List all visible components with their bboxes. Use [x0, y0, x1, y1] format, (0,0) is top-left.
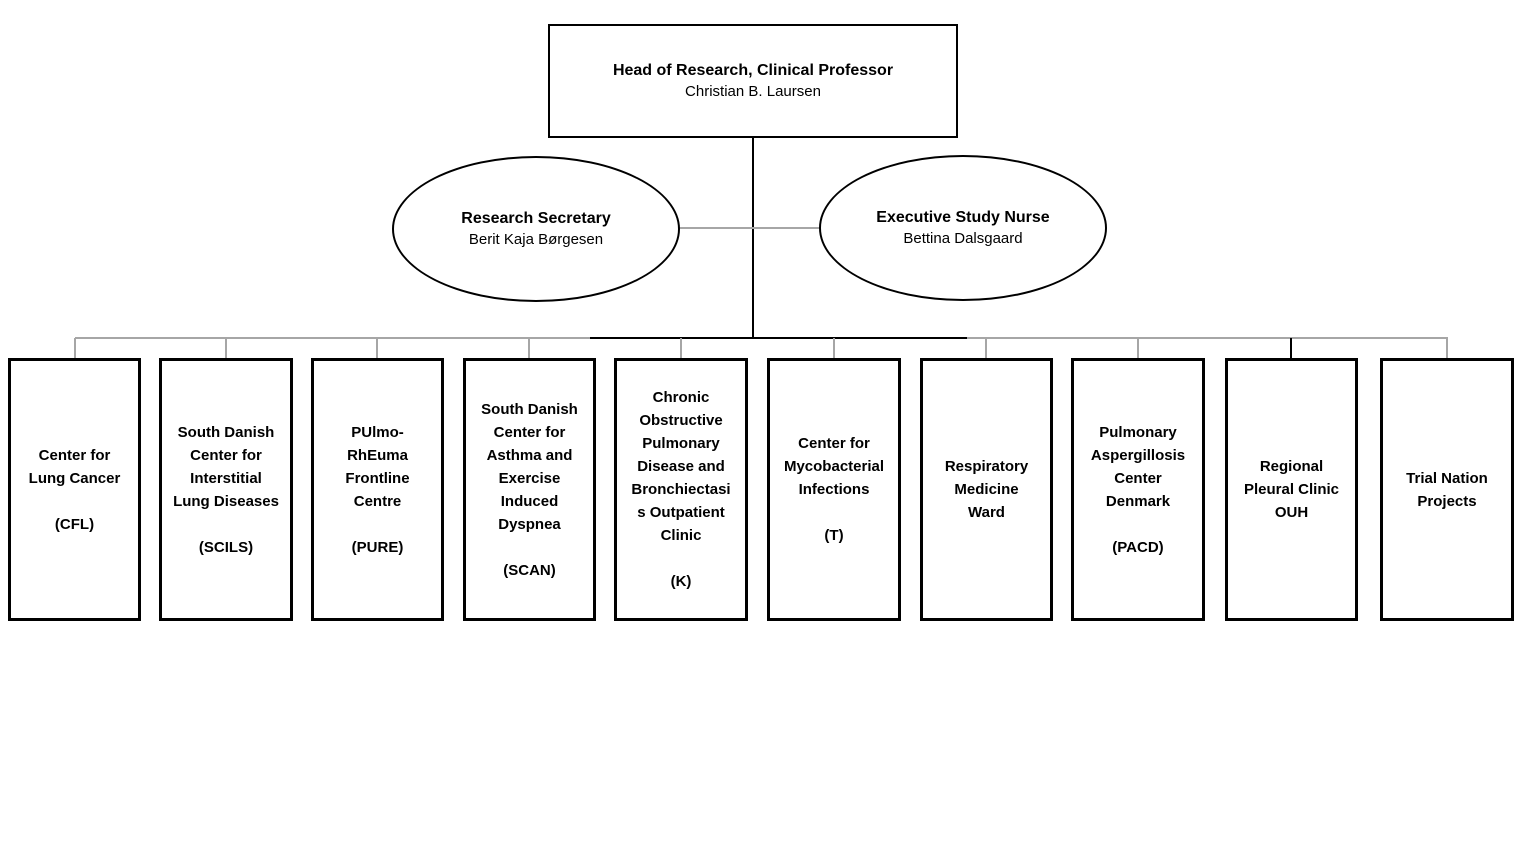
- unit-name: Center for Mycobacterial Infections: [783, 435, 885, 498]
- org-node-unit-pleural-clinic: Regional Pleural Clinic OUH: [1225, 358, 1358, 621]
- node-person: Christian B. Laursen: [685, 83, 821, 100]
- node-title: Head of Research, Clinical Professor: [612, 62, 894, 79]
- unit-name: PUlmo-RhEuma Frontline Centre: [345, 423, 410, 510]
- connector-stub-cfl: [74, 338, 76, 359]
- org-node-research-secretary: Research Secretary Berit Kaja Børgesen: [392, 156, 680, 302]
- unit-name: South Danish Center for Asthma and Exerc…: [481, 400, 578, 533]
- connector-stub-k: [680, 338, 682, 359]
- org-node-unit-trial-nation: Trial Nation Projects: [1380, 358, 1514, 621]
- org-node-unit-respiratory-ward: Respiratory Medicine Ward: [920, 358, 1053, 621]
- connector-stub-pleural: [1290, 338, 1292, 359]
- connector-assistants: [679, 227, 820, 229]
- node-title: Executive Study Nurse: [876, 209, 1050, 226]
- unit-acronym: (SCILS): [198, 538, 254, 556]
- unit-acronym: (K): [670, 573, 692, 590]
- connector-stub-pure: [376, 338, 378, 359]
- unit-name: Regional Pleural Clinic OUH: [1243, 458, 1340, 521]
- org-node-unit-pure: PUlmo-RhEuma Frontline Centre (PURE): [311, 358, 444, 621]
- org-node-unit-cfl: Center for Lung Cancer (CFL): [8, 358, 141, 621]
- connector-rail-center-dark: [590, 337, 967, 339]
- unit-name: Center for Lung Cancer: [28, 446, 121, 487]
- node-person: Berit Kaja Børgesen: [468, 231, 604, 248]
- unit-acronym: (SCAN): [503, 561, 556, 579]
- org-node-unit-k: Chronic Obstructive Pulmonary Disease an…: [614, 358, 748, 621]
- unit-name: Pulmonary Aspergillosis Center Denmark: [1090, 423, 1186, 510]
- connector-root-vertical: [752, 137, 754, 338]
- unit-acronym: (CFL): [54, 515, 95, 533]
- org-node-unit-pacd: Pulmonary Aspergillosis Center Denmark (…: [1071, 358, 1205, 621]
- unit-name: Chronic Obstructive Pulmonary Disease an…: [631, 389, 731, 544]
- unit-name: Respiratory Medicine Ward: [944, 458, 1029, 521]
- unit-name: Trial Nation Projects: [1406, 469, 1488, 510]
- node-person: Bettina Dalsgaard: [903, 230, 1023, 247]
- org-node-head-of-research: Head of Research, Clinical Professor Chr…: [548, 24, 958, 138]
- node-title: Research Secretary: [461, 210, 611, 227]
- org-node-unit-scils: South Danish Center for Interstitial Lun…: [159, 358, 293, 621]
- unit-name: South Danish Center for Interstitial Lun…: [173, 423, 279, 510]
- org-node-executive-study-nurse: Executive Study Nurse Bettina Dalsgaard: [819, 155, 1107, 301]
- unit-acronym: (PURE): [351, 538, 404, 556]
- unit-acronym: (PACD): [1112, 538, 1164, 556]
- connector-stub-trial: [1446, 338, 1448, 359]
- unit-acronym: (T): [824, 527, 844, 544]
- connector-stub-pacd: [1137, 338, 1139, 359]
- connector-stub-t: [833, 338, 835, 359]
- org-node-unit-scan: South Danish Center for Asthma and Exerc…: [463, 358, 596, 621]
- connector-stub-scan: [528, 338, 530, 359]
- connector-stub-ward: [985, 338, 987, 359]
- connector-stub-scils: [225, 338, 227, 359]
- org-node-unit-t: Center for Mycobacterial Infections (T): [767, 358, 901, 621]
